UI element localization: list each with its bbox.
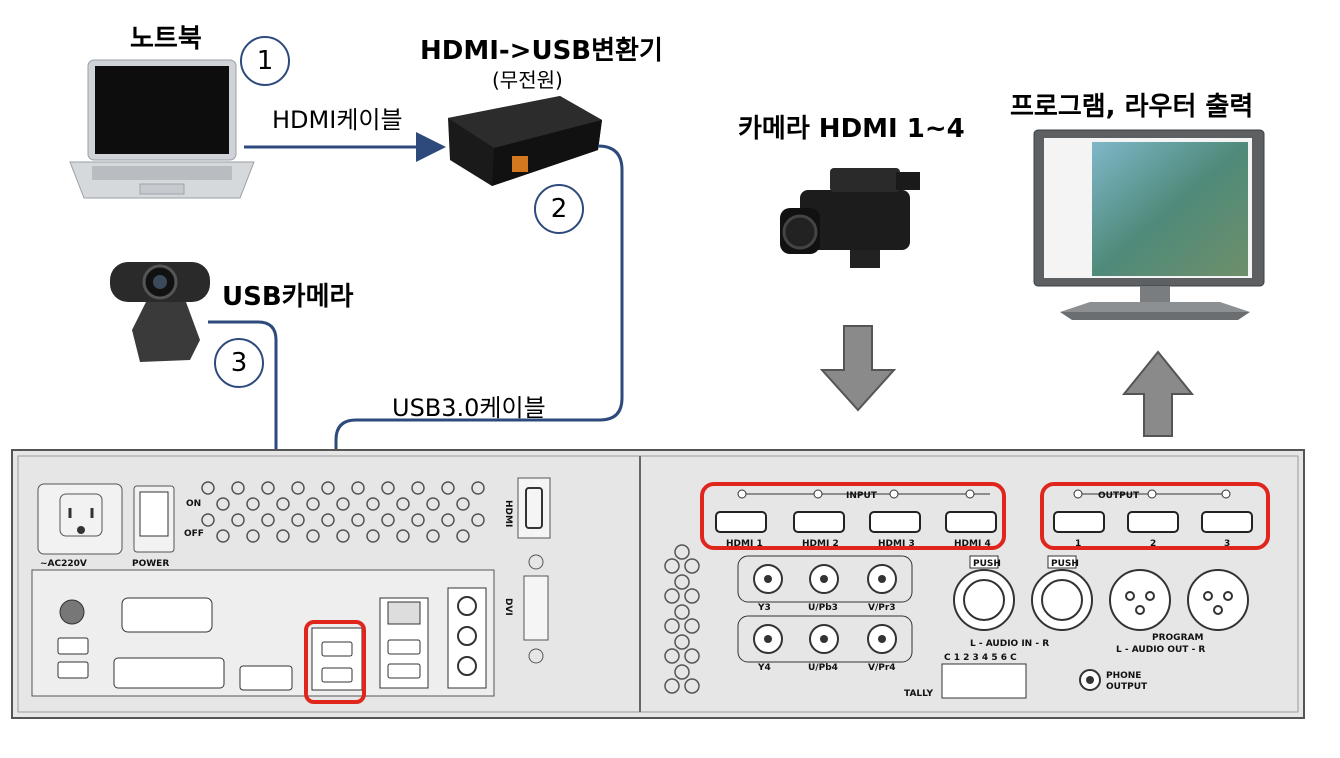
bnc-y3-label: Y3 xyxy=(757,603,771,613)
ac-label: ~AC220V xyxy=(40,559,87,569)
rear-panel xyxy=(11,449,1305,719)
step-1-badge: 1 xyxy=(240,36,290,86)
laptop-label: 노트북 xyxy=(130,24,202,54)
bnc-upb4-label: U/Pb4 xyxy=(808,663,838,673)
hdmi4-label: HDMI 4 xyxy=(954,539,991,549)
output1-label: 1 xyxy=(1075,539,1081,549)
program-output-label: 프로그램, 라우터 출력 xyxy=(1010,92,1254,122)
audio-out-label: L - AUDIO OUT - R xyxy=(1116,645,1205,655)
bnc-vpr4-label: V/Pr4 xyxy=(868,663,896,673)
monitor-illustration xyxy=(1033,129,1265,320)
hdmi-cable-label: HDMI케이블 xyxy=(272,106,403,134)
on-label: ON xyxy=(186,499,201,509)
converter-label: HDMI->USB변환기 xyxy=(420,36,663,66)
webcam-illustration xyxy=(110,262,210,362)
laptop-illustration xyxy=(69,59,255,199)
output2-label: 2 xyxy=(1150,539,1156,549)
off-label: OFF xyxy=(184,529,204,539)
hdmi2-label: HDMI 2 xyxy=(802,539,839,549)
camcorder-illustration xyxy=(780,168,920,268)
tally-label: TALLY xyxy=(904,689,933,699)
bnc-y4-label: Y4 xyxy=(757,663,771,673)
output-label: OUTPUT xyxy=(1098,491,1140,501)
input-label: INPUT xyxy=(846,491,878,501)
camera-hdmi-label: 카메라 HDMI 1~4 xyxy=(738,114,965,144)
push2-label: PUSH xyxy=(1051,559,1079,569)
output-arrow-icon xyxy=(1121,350,1195,437)
usb-port-highlight xyxy=(304,620,366,704)
hdmi-card-label: HDMI xyxy=(503,500,513,527)
bnc-vpr3-label: V/Pr3 xyxy=(868,603,896,613)
converter-illustration xyxy=(448,96,602,186)
usb3-cable-label: USB3.0케이블 xyxy=(392,394,546,422)
hdmi-input-highlight xyxy=(700,482,1006,550)
output3-label: 3 xyxy=(1224,539,1230,549)
tally-numbers: C 1 2 3 4 5 6 C xyxy=(944,653,1017,663)
phone-output-label: OUTPUT xyxy=(1106,682,1148,692)
dvi-card-label: DVI xyxy=(503,598,513,616)
hdmi-output-highlight xyxy=(1040,482,1270,550)
input-arrow-icon xyxy=(819,325,897,412)
usb-camera-label: USB카메라 xyxy=(222,282,354,312)
bnc-upb3-label: U/Pb3 xyxy=(808,603,838,613)
converter-note: (무전원) xyxy=(492,68,563,92)
hdmi1-label: HDMI 1 xyxy=(726,539,763,549)
step-2-badge: 2 xyxy=(534,184,584,234)
audio-in-label: L - AUDIO IN - R xyxy=(970,639,1049,649)
step-3-badge: 3 xyxy=(214,338,264,388)
usb3-cable-line xyxy=(321,144,624,628)
program-label: PROGRAM xyxy=(1152,633,1203,643)
power-label: POWER xyxy=(132,559,169,569)
hdmi3-label: HDMI 3 xyxy=(878,539,915,549)
push1-label: PUSH xyxy=(973,559,1001,569)
phone-label: PHONE xyxy=(1106,671,1141,681)
